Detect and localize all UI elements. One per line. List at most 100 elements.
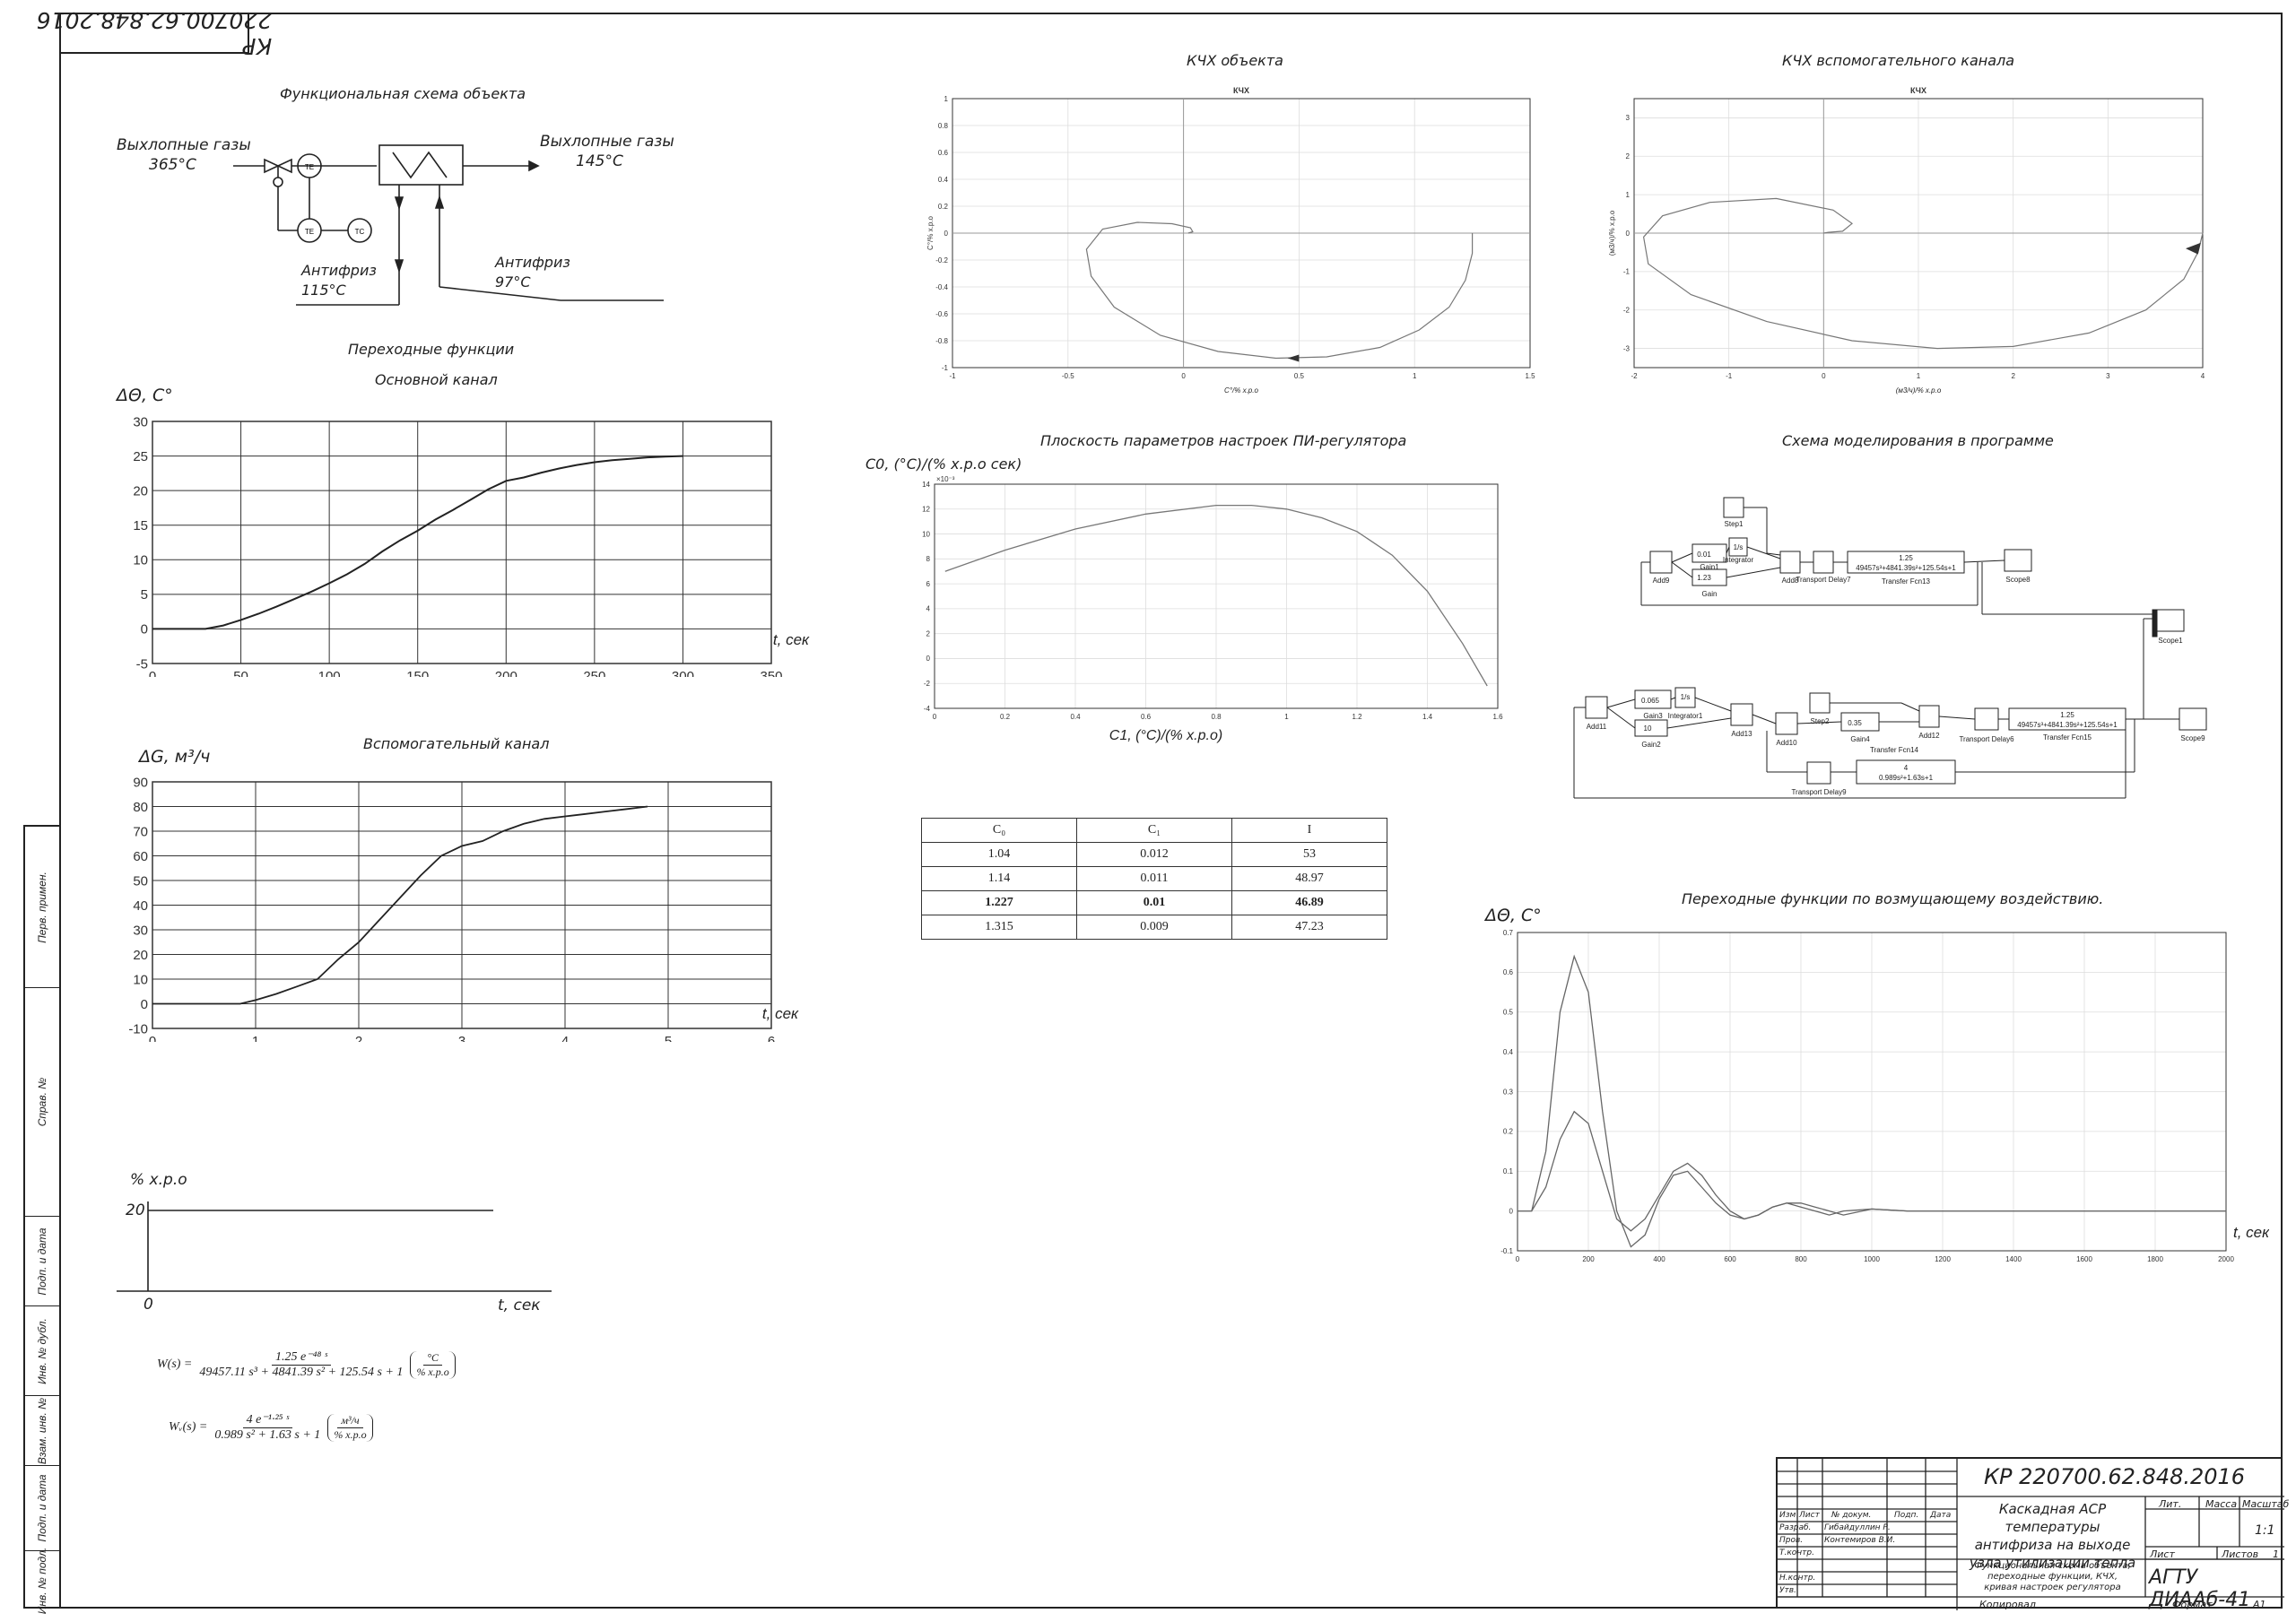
x-axis-label: t, сек (2233, 1224, 2269, 1241)
x-tick-label: 1400 (2005, 1255, 2022, 1263)
sidebar-label: Инв. № подл. (36, 1547, 48, 1615)
x-tick-label: 800 (1795, 1255, 1807, 1263)
pi-plane-title: Плоскость параметров настроек ПИ-регулят… (1040, 432, 1407, 449)
x-tick-label: 2000 (2218, 1255, 2234, 1263)
table-header: I (1231, 818, 1387, 843)
plot-frame (152, 781, 772, 1029)
table-cell: 1.227 (921, 890, 1077, 915)
tb-description: Каскадная АСР температуры антифриза на в… (1960, 1500, 2145, 1572)
sim-label: Add9 (1653, 577, 1670, 585)
y-tick-label: 80 (133, 800, 148, 815)
tb-desc-line: Функциональная схема объекта, (1974, 1561, 2131, 1571)
x-tick-label: 0 (1822, 372, 1826, 380)
x-tick-label: 3 (2106, 372, 2110, 380)
y-tick-label: 0.5 (1503, 1009, 1514, 1017)
tb-format: Формат (2172, 1599, 2213, 1610)
tb-razrab: Разраб. (1779, 1523, 1812, 1532)
x-tick-label: 0.4 (1070, 713, 1081, 721)
y-tick-label: 70 (133, 824, 148, 839)
sim-label: Integrator1 (1668, 712, 1703, 720)
tb-h-list: Лист (1799, 1511, 1820, 1520)
sim-value: 4 (1904, 764, 1909, 772)
y-tick-label: 5 (141, 587, 148, 603)
x-tick-label: 150 (406, 669, 429, 677)
pi-plane-ylabel: C0, (°С)/(% х.р.о сек) (865, 455, 1022, 473)
tb-desc-line: антифриза на выходе (1974, 1537, 2131, 1553)
title-block-grid (1778, 1459, 2284, 1610)
x-tick-label: 1 (252, 1034, 259, 1042)
step-input-sketch (117, 1201, 552, 1292)
y-axis-label: (м3/ч)/% х.р.о (1608, 210, 1616, 256)
x-axis-label: t, сек (773, 631, 810, 648)
y-tick-label: 30 (133, 414, 148, 429)
x-tick-label: 350 (760, 669, 782, 677)
main-transfer-formula: W(s) = 1.25 e⁻⁴⁸ ˢ 49457.11 s³ + 4841.39… (157, 1349, 456, 1380)
x-tick-label: 0.8 (1211, 713, 1222, 721)
x-tick-label: 1.6 (1492, 713, 1503, 721)
tb-sheets-val: 1 (2273, 1548, 2279, 1560)
y-multiplier: ×10⁻³ (936, 475, 955, 483)
tb-org: АГТУ ДИААб-41 (2149, 1566, 2251, 1611)
sim-label: Transport Delay6 (1959, 735, 2014, 743)
controller-tag: TC (355, 228, 365, 236)
tb-desc-line: узла утилизации тепла (1969, 1555, 2136, 1571)
tb-h-doc: № докум. (1831, 1511, 1872, 1520)
x-tick-label: 4 (2201, 372, 2205, 380)
y-tick-label: 4 (926, 605, 931, 613)
parameters-table: C₀ C₁ I 1.04 0.012 53 1.14 0.011 48.97 1… (921, 818, 1387, 940)
disturbance-ylabel: ΔΘ, С° (1485, 906, 1542, 925)
tb-sheet: Лист (2150, 1548, 2175, 1560)
x-tick-label: 3 (458, 1034, 465, 1042)
y-tick-label: 0.7 (1503, 929, 1514, 937)
sim-value: 0.01 (1697, 551, 1711, 559)
series-line (152, 805, 648, 1005)
drawing-frame (59, 13, 2283, 1609)
y-tick-label: 1 (1626, 191, 1631, 199)
sim-label: Transfer Fcn15 (2043, 733, 2092, 742)
y-tick-label: 15 (133, 518, 148, 533)
sim-label: Step2 (1811, 717, 1830, 725)
x-tick-label: 300 (672, 669, 694, 677)
tb-tkontr: Т.контр. (1779, 1548, 1815, 1557)
y-tick-label: 10 (133, 553, 148, 568)
chart-title: КЧХ (1233, 86, 1249, 95)
y-tick-label: 0.4 (938, 176, 949, 184)
x-tick-label: 0.2 (1000, 713, 1011, 721)
sim-label: Gain1 (1700, 563, 1719, 571)
y-tick-label: 40 (133, 898, 148, 914)
transient-title: Переходные функции (348, 341, 515, 358)
y-tick-label: 0.2 (1503, 1128, 1514, 1136)
y-tick-label: 0 (926, 655, 931, 663)
y-tick-label: 0.2 (938, 203, 949, 211)
table-cell: 47.23 (1231, 915, 1387, 940)
x-tick-label: 1 (1284, 713, 1289, 721)
sidebar-cell: Справ. № (25, 988, 59, 1217)
x-tick-label: 0.6 (1141, 713, 1152, 721)
x-tick-label: 200 (495, 669, 517, 677)
y-tick-label: 12 (922, 506, 930, 514)
y-tick-label: 0.1 (1503, 1167, 1514, 1175)
y-tick-label: 30 (133, 923, 148, 938)
formula-fraction: 4 e⁻¹·²⁵ ˢ 0.989 s² + 1.63 s + 1 (214, 1412, 320, 1443)
y-tick-label: -4 (924, 705, 931, 713)
tb-sheet-description: Функциональная схема объекта, переходные… (1960, 1561, 2145, 1593)
formula-denominator: 0.989 s² + 1.63 s + 1 (214, 1428, 321, 1442)
sim-value: 49457s³+4841.39s²+125.54s+1 (1856, 564, 1956, 572)
y-tick-label: 10 (922, 530, 930, 538)
gas-out-label: Выхлопные газы (540, 133, 674, 151)
table-cell: 0.009 (1076, 915, 1232, 940)
formula-numerator: 4 e⁻¹·²⁵ ˢ (242, 1412, 292, 1428)
left-sidebar: Перв. примен. Справ. № Подп. и дата Инв.… (23, 825, 59, 1614)
sim-title: Схема моделирования в программе (1782, 432, 2054, 449)
sim-label: Add10 (1776, 739, 1797, 747)
y-tick-label: 8 (926, 555, 931, 563)
sidebar-label: Подп. и дата (36, 1474, 48, 1542)
y-tick-label: -0.4 (935, 283, 948, 291)
series-line (1085, 221, 1474, 360)
antifreeze-in-label: Антифриз (495, 254, 570, 271)
table-cell: 1.04 (921, 842, 1077, 867)
y-tick-label: 1 (944, 95, 949, 103)
x-tick-label: 1.5 (1525, 372, 1535, 380)
sidebar-label: Справ. № (36, 1077, 48, 1127)
sim-label: Scope1 (2158, 637, 2183, 645)
